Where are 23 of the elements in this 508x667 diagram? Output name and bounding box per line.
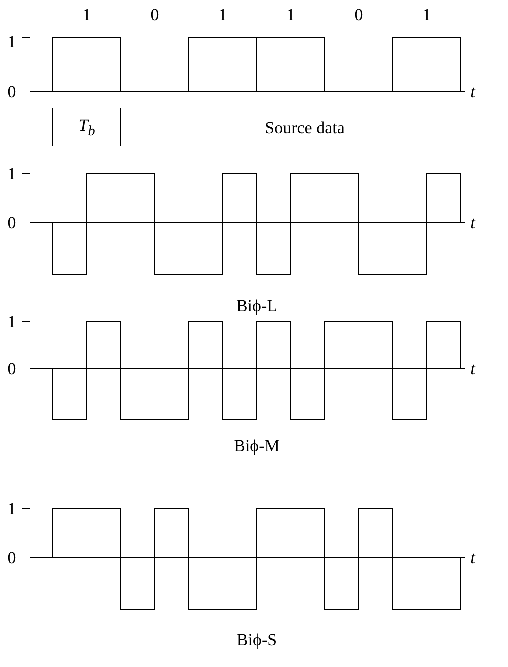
level-value: 1 (8, 166, 16, 182)
axis-label: t (470, 214, 476, 232)
bit-value: 1 (286, 6, 296, 24)
axis-label: t (470, 84, 476, 100)
level-value: 0 (8, 550, 16, 566)
bit-value: 0 (150, 6, 160, 24)
bit-period-label: T$_{b}$ (78, 117, 96, 139)
bit-value: 1 (218, 6, 228, 24)
bit-value: 1 (422, 6, 432, 24)
bit-value: 0 (354, 6, 364, 24)
level-value: 1 (8, 500, 16, 518)
axis-label: t (470, 550, 476, 566)
level-value: 1 (8, 34, 16, 50)
waveform-title: Biϕ-L (236, 298, 278, 314)
axis-label: t (470, 360, 476, 378)
level-value: 0 (8, 214, 16, 232)
waveform-title: Biϕ-S (236, 632, 278, 648)
waveform-title: Source data (265, 120, 345, 136)
waveform-title: Biϕ-M (234, 438, 280, 454)
bit-value: 1 (82, 6, 92, 24)
level-value: 1 (8, 314, 16, 330)
level-value: 0 (8, 360, 16, 378)
level-value: 0 (8, 84, 16, 100)
